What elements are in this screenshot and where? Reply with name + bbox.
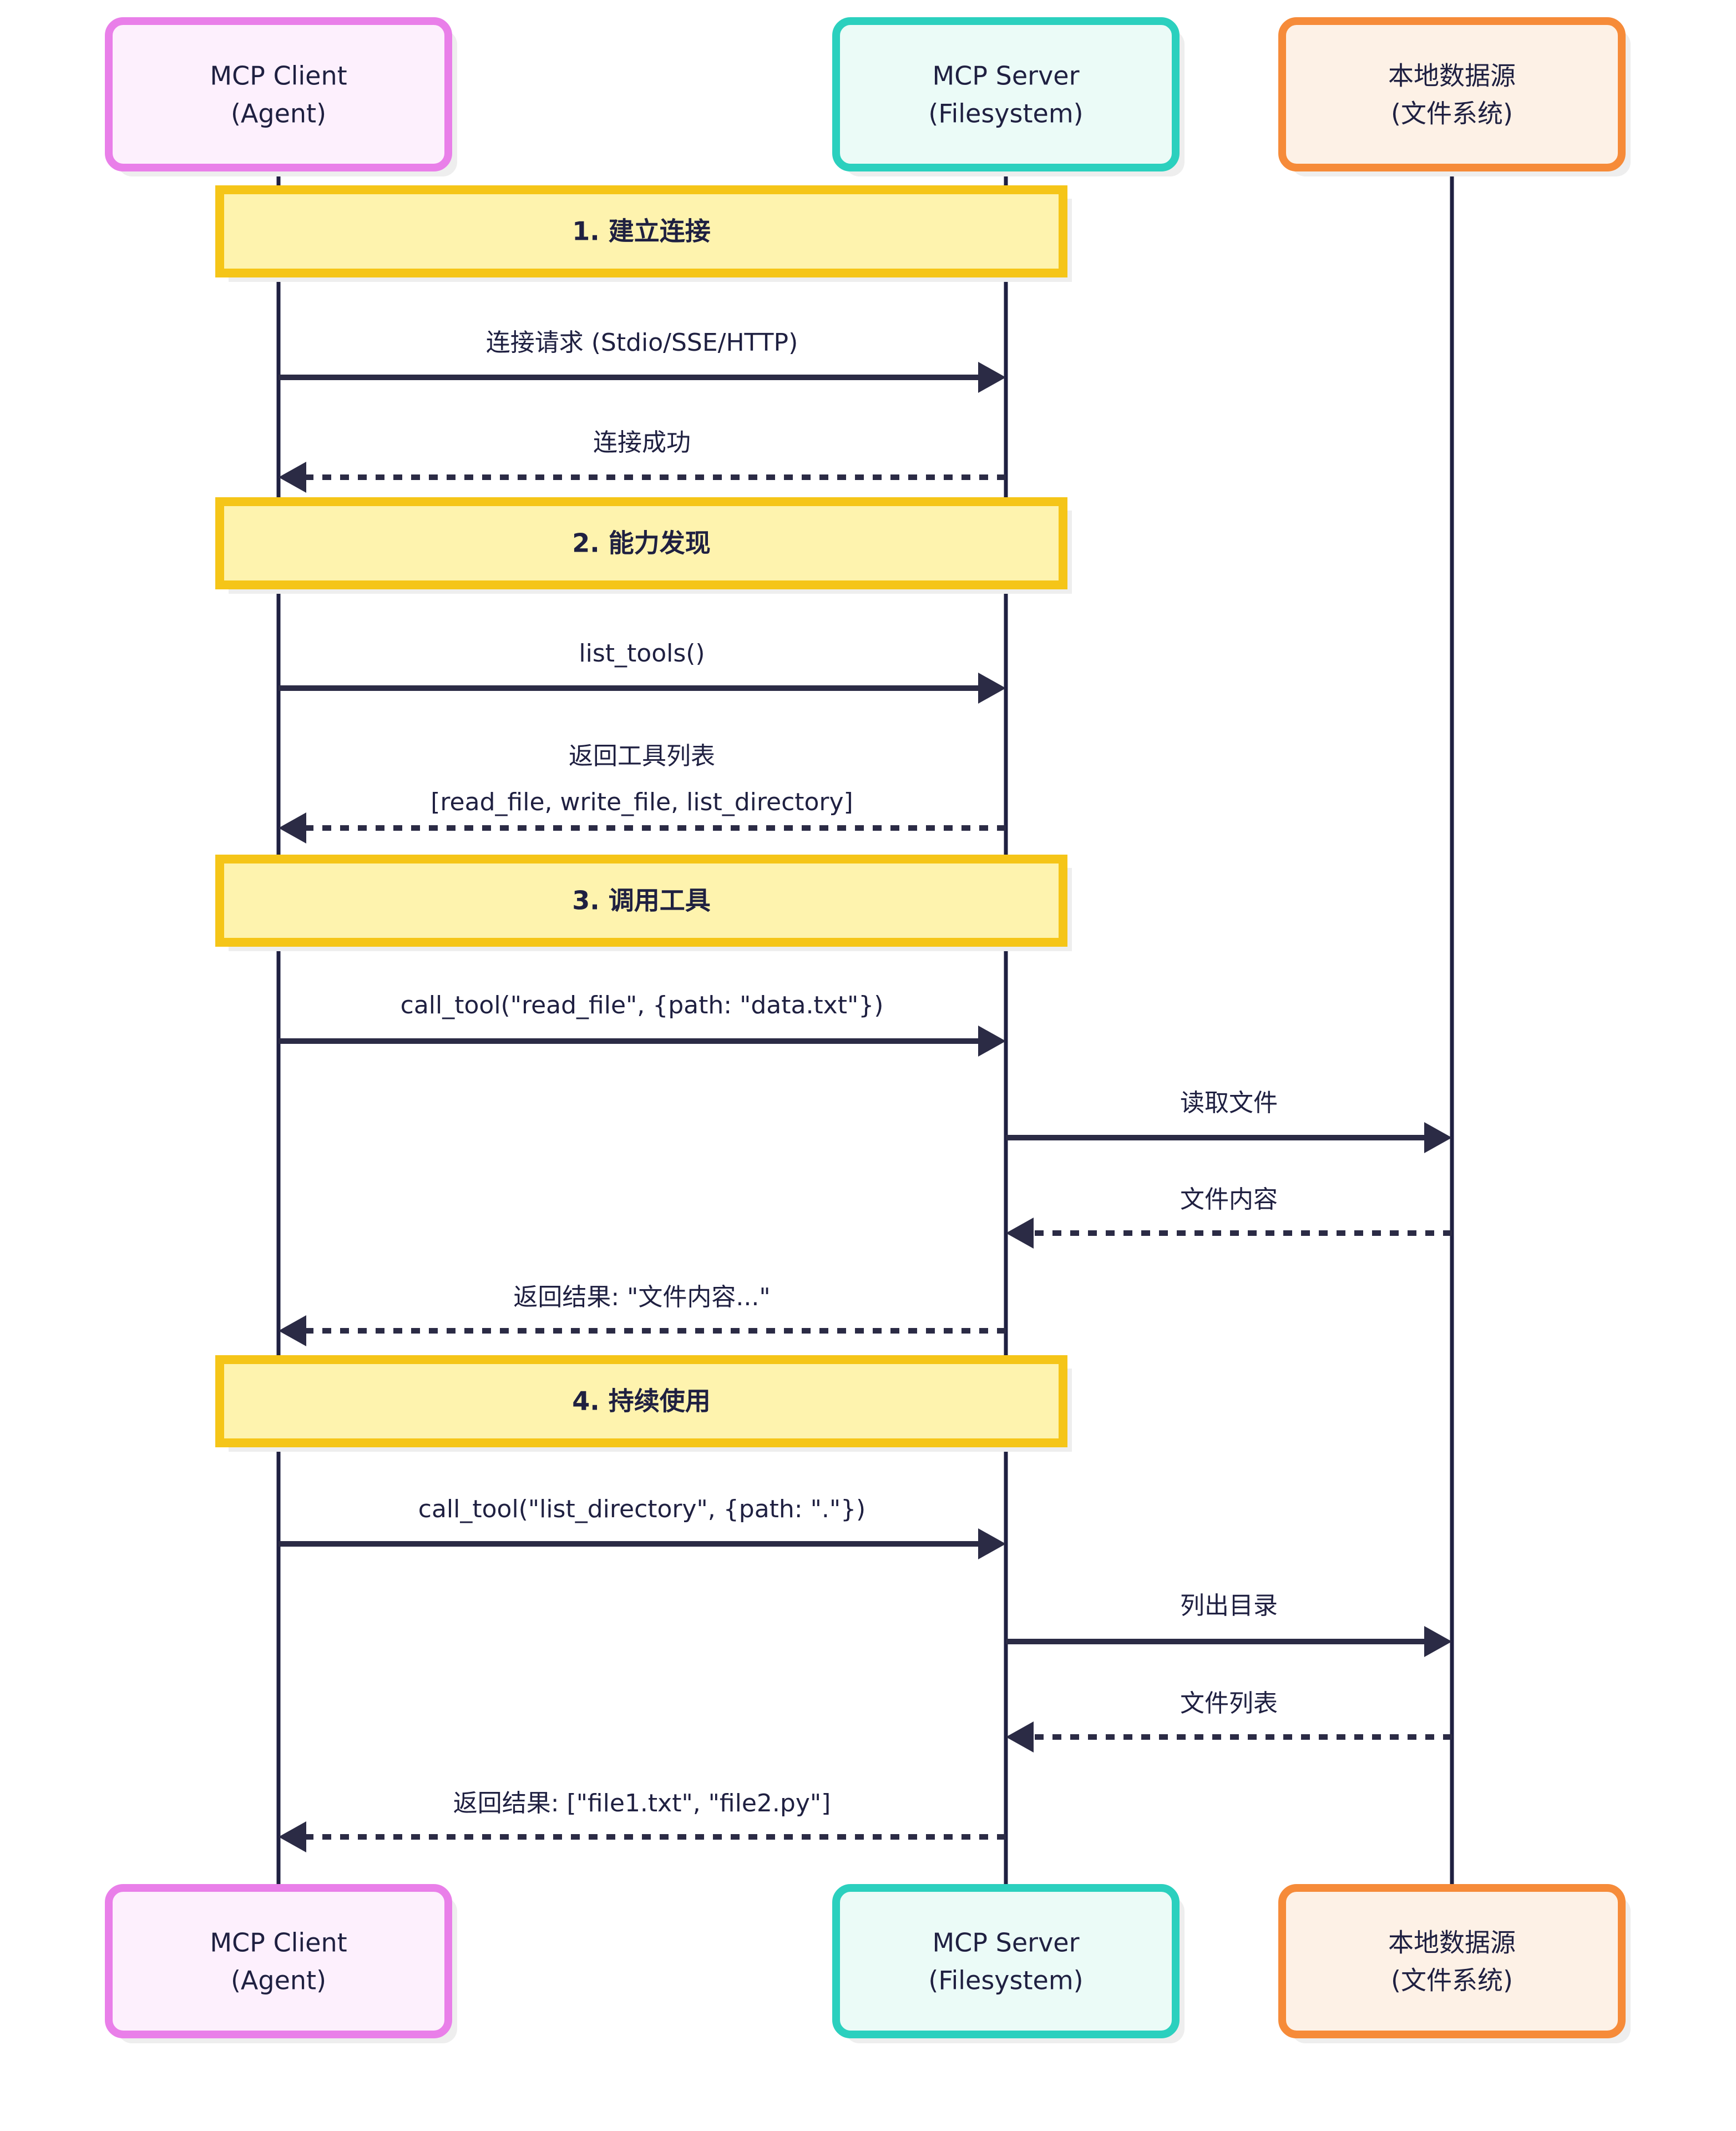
participant-datasource-bottom[interactable]: 本地数据源 (文件系统)	[1278, 1884, 1631, 2043]
participant-client-bottom[interactable]: MCP Client (Agent)	[105, 1884, 457, 2043]
banner-box	[215, 855, 1067, 947]
participant-datasource-top[interactable]: 本地数据源 (文件系统)	[1278, 17, 1631, 176]
message-m11-arrowhead	[1006, 1721, 1034, 1753]
message-m6-arrowhead	[1424, 1122, 1452, 1153]
section-banner-3[interactable]: 3. 调用工具	[215, 855, 1072, 951]
message-m6-label: 读取文件	[1180, 1089, 1278, 1117]
banner-box	[215, 497, 1067, 589]
lifelines-group	[276, 168, 1454, 1890]
participant-box	[832, 1884, 1180, 2038]
banner-4-label: 4. 持续使用	[572, 1386, 711, 1416]
section-banner-1[interactable]: 1. 建立连接	[215, 185, 1072, 282]
participant-server-top[interactable]: MCP Server (Filesystem)	[832, 17, 1185, 176]
message-m4: 返回工具列表 [read_file, write_file, list_dire…	[279, 742, 1006, 844]
banner-box	[215, 185, 1067, 277]
message-m2: 连接成功	[279, 428, 1006, 493]
participant-client-line2: (Agent)	[231, 99, 326, 129]
participant-box	[105, 17, 452, 171]
message-m5-arrowhead	[978, 1026, 1006, 1057]
message-m12-arrowhead	[279, 1821, 306, 1852]
message-m6: 读取文件	[1006, 1089, 1452, 1153]
message-m10: 列出目录	[1006, 1592, 1452, 1657]
message-m12: 返回结果: ["file1.txt", "file2.py"]	[279, 1789, 1006, 1852]
participant-server-bottom-line2: (Filesystem)	[928, 1966, 1083, 1996]
participant-client-line1: MCP Client	[210, 61, 347, 91]
banner-2-label: 2. 能力发现	[572, 528, 711, 558]
participant-box	[1278, 17, 1626, 171]
message-m1-arrowhead	[978, 362, 1006, 393]
message-m4-label2: [read_file, write_file, list_directory]	[431, 788, 853, 816]
message-m3: list_tools()	[279, 639, 1006, 704]
participant-server-bottom-line1: MCP Server	[932, 1928, 1079, 1958]
participant-box	[105, 1884, 452, 2038]
participant-datasource-line1: 本地数据源	[1388, 61, 1516, 91]
participant-server-line2: (Filesystem)	[928, 99, 1083, 129]
participant-client-bottom-line2: (Agent)	[231, 1966, 326, 1996]
participant-client-top[interactable]: MCP Client (Agent)	[105, 17, 457, 176]
message-m1-label: 连接请求 (Stdio/SSE/HTTP)	[486, 329, 798, 357]
message-m9-arrowhead	[978, 1528, 1006, 1559]
banner-1-label: 1. 建立连接	[572, 216, 711, 246]
message-m3-arrowhead	[978, 673, 1006, 704]
message-m4-label: 返回工具列表	[569, 742, 715, 770]
message-m8: 返回结果: "文件内容..."	[279, 1283, 1006, 1346]
message-m2-label: 连接成功	[593, 428, 691, 457]
participant-datasource-bottom-line2: (文件系统)	[1391, 1966, 1513, 1996]
message-m1: 连接请求 (Stdio/SSE/HTTP)	[279, 329, 1006, 393]
message-m3-label: list_tools()	[579, 639, 705, 668]
message-m7-arrowhead	[1006, 1218, 1034, 1249]
message-m8-arrowhead	[279, 1315, 306, 1346]
message-m7: 文件内容	[1006, 1185, 1452, 1249]
participant-box	[832, 17, 1180, 171]
message-m12-label: 返回结果: ["file1.txt", "file2.py"]	[453, 1789, 831, 1817]
message-m8-label: 返回结果: "文件内容..."	[513, 1283, 770, 1311]
message-m9-label: call_tool("list_directory", {path: "."})	[418, 1495, 866, 1523]
message-m10-arrowhead	[1424, 1626, 1452, 1657]
section-banner-2[interactable]: 2. 能力发现	[215, 497, 1072, 594]
participant-server-line1: MCP Server	[932, 61, 1079, 91]
participant-server-bottom[interactable]: MCP Server (Filesystem)	[832, 1884, 1185, 2043]
message-m2-arrowhead	[279, 462, 306, 493]
message-m11: 文件列表	[1006, 1689, 1452, 1753]
message-m10-label: 列出目录	[1180, 1592, 1278, 1620]
message-m9: call_tool("list_directory", {path: "."})	[279, 1495, 1006, 1559]
message-m4-arrowhead	[279, 812, 306, 844]
message-m11-label: 文件列表	[1180, 1689, 1278, 1718]
section-banner-4[interactable]: 4. 持续使用	[215, 1355, 1072, 1452]
banner-box	[215, 1355, 1067, 1447]
participant-box	[1278, 1884, 1626, 2038]
banner-3-label: 3. 调用工具	[572, 886, 711, 916]
participant-datasource-line2: (文件系统)	[1391, 99, 1513, 129]
message-m5: call_tool("read_file", {path: "data.txt"…	[279, 991, 1006, 1057]
participant-datasource-bottom-line1: 本地数据源	[1388, 1928, 1516, 1958]
message-m5-label: call_tool("read_file", {path: "data.txt"…	[401, 991, 884, 1019]
participant-client-bottom-line1: MCP Client	[210, 1928, 347, 1958]
message-m7-label: 文件内容	[1180, 1185, 1278, 1214]
